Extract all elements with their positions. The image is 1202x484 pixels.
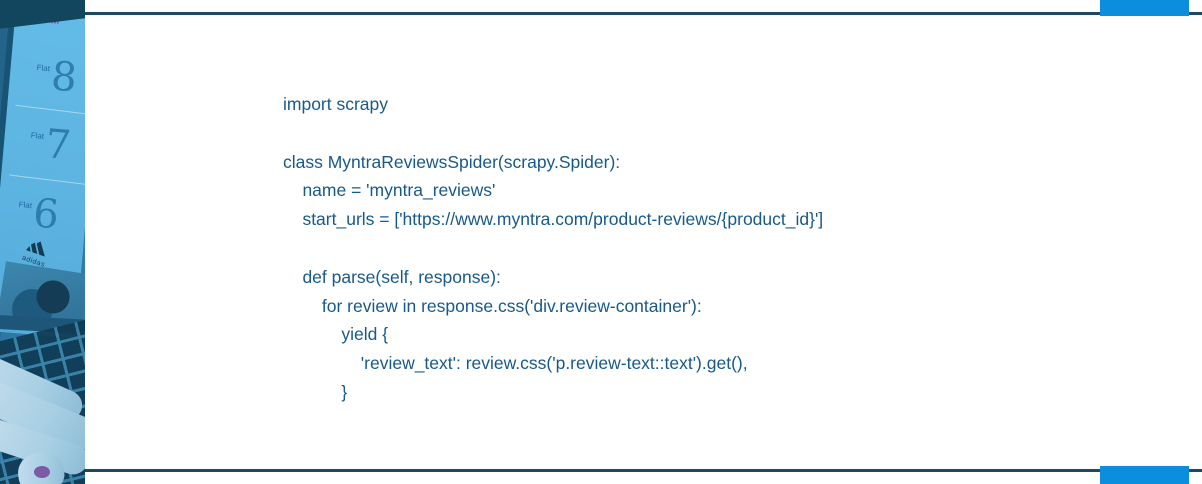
- offer-label: Flat: [36, 63, 51, 74]
- offer-value: 7: [43, 121, 73, 170]
- sidebar-photo: M Flat8 Flat7 Flat6 adidas: [0, 0, 85, 484]
- shopping-app-screen: M Flat8 Flat7 Flat6 adidas: [0, 6, 85, 339]
- offer-value: 8: [49, 53, 79, 102]
- offer-label: Flat: [30, 130, 45, 141]
- bottom-right-accent-bar: [1100, 466, 1189, 484]
- slide-content-area: [85, 0, 1202, 484]
- offer-banner: Flat7: [28, 120, 73, 170]
- top-right-accent-bar: [1100, 0, 1189, 16]
- offer-banner: Flat8: [34, 52, 79, 102]
- code-snippet: import scrapy class MyntraReviewsSpider(…: [283, 94, 824, 402]
- offer-label: Flat: [18, 200, 33, 211]
- adidas-logo-icon: [25, 241, 45, 257]
- divider: [15, 104, 85, 117]
- offer-banner: Flat6: [16, 189, 61, 238]
- fingernail: [34, 466, 50, 478]
- adidas-logo: adidas: [21, 238, 51, 269]
- divider: [9, 174, 85, 187]
- bottom-divider-rule: [85, 469, 1202, 472]
- offer-value: 6: [31, 190, 61, 239]
- top-divider-rule: [85, 12, 1202, 15]
